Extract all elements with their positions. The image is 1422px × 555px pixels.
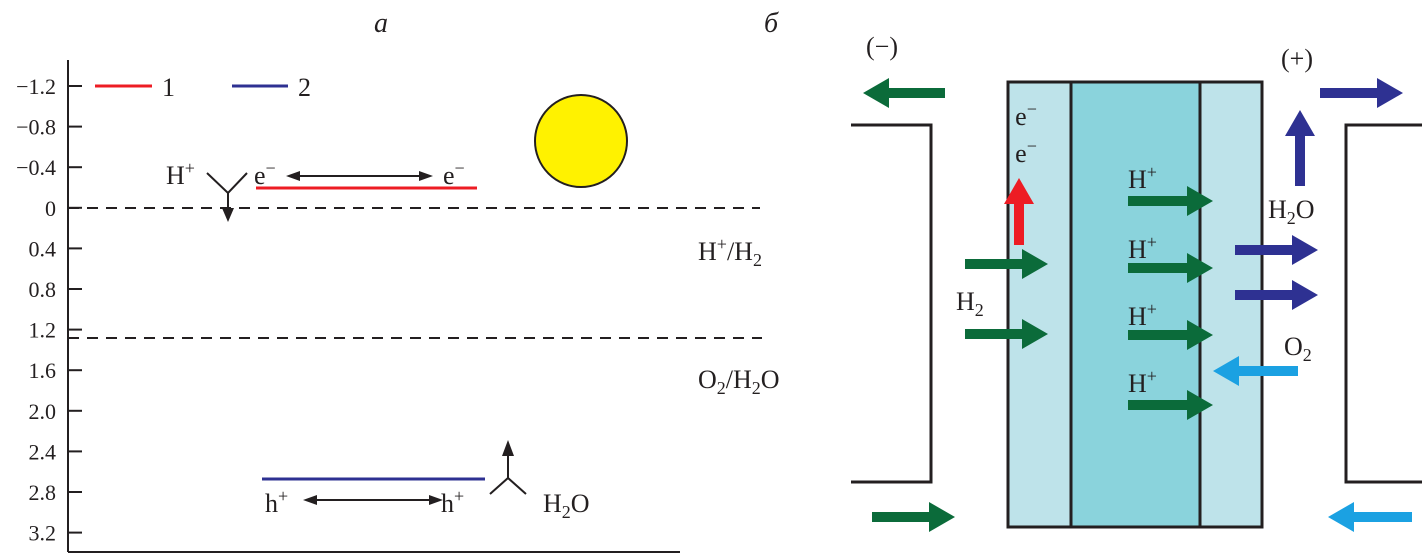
arrow-head-right-icon	[419, 171, 433, 181]
water-arrow-2-icon	[1235, 280, 1318, 310]
h2-arrow-2-icon	[965, 319, 1048, 349]
y-tick-label: 1.2	[29, 318, 57, 343]
water-label-b: H2O	[1268, 195, 1315, 228]
oxidation-junction	[489, 452, 527, 495]
oxygen-label: O2	[1284, 332, 1312, 365]
proton-label-3: H+	[1128, 299, 1157, 331]
hole-label-left: h+	[265, 486, 288, 518]
y-tick-label: 3.2	[29, 521, 57, 546]
flow-arrows	[863, 78, 1412, 532]
panel-b-title: б	[764, 8, 779, 39]
cathode-layer	[1198, 80, 1264, 529]
y-tick-label: −0.8	[16, 115, 56, 140]
hole-label-right: h+	[441, 486, 464, 518]
positive-terminal-label: (+)	[1281, 44, 1313, 73]
y-tick-label: 2.8	[29, 480, 57, 505]
arrow-head-left-icon	[286, 171, 300, 181]
panel-b-fuel-cell: б (−) (+) e− e− H+ H+ H+ H+ H2 O2 H2O	[764, 8, 1422, 532]
proton-label-1: H+	[1128, 162, 1157, 194]
panel-a-title: а	[374, 8, 388, 39]
o2-h2o-couple-label: O2/H2O	[698, 365, 780, 398]
electron-label-left: e−	[254, 158, 276, 190]
y-tick-label: 2.0	[29, 399, 57, 424]
reduction-junction	[206, 172, 248, 212]
water-arrow-1-icon	[1235, 235, 1318, 265]
arrow-head-left-icon	[303, 495, 317, 505]
membrane-layer	[1069, 80, 1202, 529]
y-tick-label: −0.4	[16, 155, 56, 180]
proton-arrow-1-icon	[1128, 186, 1213, 216]
h2-outlet-arrow-icon	[863, 78, 945, 108]
water-up-arrow-icon	[1285, 110, 1315, 186]
arrow-head-up-icon	[502, 440, 514, 456]
o2-arrow-icon	[1213, 356, 1298, 386]
y-tick-label: 0.4	[29, 236, 57, 261]
h-plus-label: H+	[166, 158, 195, 190]
cathode-chamber-wall	[1344, 123, 1422, 484]
sun-icon	[534, 94, 628, 188]
negative-terminal-label: (−)	[866, 32, 898, 61]
y-tick-label: 1.6	[29, 358, 57, 383]
electron-up-arrow-icon	[1004, 178, 1034, 245]
y-tick-label: −1.2	[16, 74, 56, 99]
electron-label-right: e−	[443, 158, 465, 190]
water-outlet-arrow-icon	[1320, 78, 1403, 108]
h2-inlet-arrow-icon	[872, 502, 955, 532]
o2-inlet-arrow-icon	[1328, 502, 1412, 532]
h-plus-h2-couple-label: H+/H2	[698, 234, 762, 270]
anode-chamber-wall	[851, 123, 933, 484]
y-axis-ticks: −1.2 −0.8 −0.4 0 0.4 0.8 1.2 1.6 2.0 2.4 2.8 3.2	[16, 74, 82, 546]
proton-arrow-4-icon	[1128, 390, 1213, 420]
proton-label-4: H+	[1128, 366, 1157, 398]
y-tick-label: 0	[45, 196, 56, 221]
arrow-head-right-icon	[429, 495, 443, 505]
arrow-head-down-icon	[222, 208, 234, 222]
legend-label-2: 2	[298, 73, 311, 102]
panel-a-energy-diagram: а −1.2−0.8−0.400.40.81.21.62.02.42.83.2 …	[16, 8, 780, 553]
legend-label-1: 1	[162, 73, 175, 102]
proton-label-2: H+	[1128, 232, 1157, 264]
proton-arrow-3-icon	[1128, 320, 1213, 350]
h2-arrow-1-icon	[965, 249, 1048, 279]
y-tick-label: 0.8	[29, 277, 57, 302]
water-label-a: H2O	[543, 489, 590, 522]
anode-layer	[1006, 80, 1073, 529]
electron-label-1: e−	[1015, 99, 1037, 131]
hydrogen-label: H2	[956, 287, 984, 320]
electron-label-2: e−	[1015, 136, 1037, 168]
proton-arrow-2-icon	[1128, 253, 1213, 283]
y-tick-label: 2.4	[29, 439, 57, 464]
